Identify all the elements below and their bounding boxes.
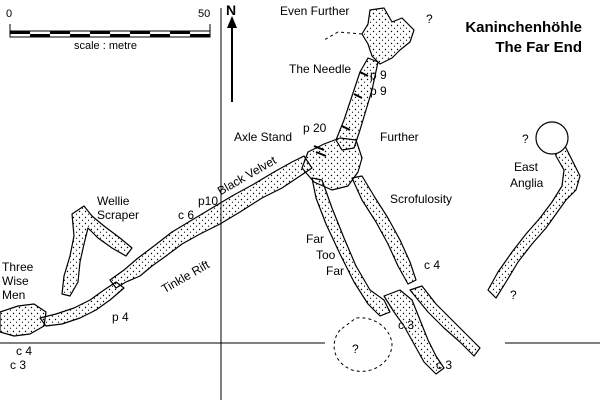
label-far-too-far-1: Far xyxy=(306,232,324,246)
label-east-anglia-1: East xyxy=(514,160,539,174)
station-p9-b: p 9 xyxy=(370,84,387,98)
station-p20: p 20 xyxy=(303,121,327,135)
passage-wellie-scraper xyxy=(61,205,133,297)
label-three-wise-men-3: Men xyxy=(2,288,26,302)
unknown-marker-east-anglia: ? xyxy=(522,132,529,146)
scale-bar xyxy=(9,24,211,38)
unknown-marker-dashed-area: ? xyxy=(352,342,359,356)
unexplored-outlines xyxy=(323,31,393,372)
passage-tinkle-rift xyxy=(39,281,125,327)
label-scrofulosity: Scrofulosity xyxy=(390,192,453,206)
label-far-too-far-2: Too xyxy=(316,248,336,262)
scale-max-label: 50 xyxy=(198,8,211,20)
passage-even-further xyxy=(361,7,415,65)
label-three-wise-men-2: Wise xyxy=(2,274,29,288)
station-c3-left: c 3 xyxy=(10,358,27,372)
north-label: N xyxy=(226,2,237,18)
label-even-further: Even Further xyxy=(280,4,350,18)
label-the-needle: The Needle xyxy=(289,62,352,76)
station-c4-left: c 4 xyxy=(16,344,33,358)
station-p9-a: p 9 xyxy=(370,68,387,82)
unknown-marker-even-further: ? xyxy=(426,12,433,26)
station-p10: p10 xyxy=(198,194,219,208)
label-wellie-scraper-2: Scraper xyxy=(97,208,140,222)
passage-lower-junction xyxy=(383,289,445,375)
passage-scrofulosity xyxy=(351,175,417,285)
north-arrow xyxy=(227,16,237,102)
passage-three-wise-men xyxy=(0,303,47,337)
cave-passages xyxy=(0,7,581,375)
passage-far-too-far xyxy=(311,177,391,317)
passage-east-anglia xyxy=(487,139,581,299)
station-c3-mid: c 3 xyxy=(398,318,415,332)
passage-further xyxy=(301,137,363,191)
pitch-markers xyxy=(313,71,369,157)
station-c3-bottom: c 3 xyxy=(436,358,453,372)
chamber-east-anglia xyxy=(535,121,569,155)
station-p4: p 4 xyxy=(112,310,129,324)
label-further: Further xyxy=(380,130,419,144)
station-c4-right: c 4 xyxy=(424,258,441,272)
unknown-marker-lower-right: ? xyxy=(510,288,517,302)
map-title-line1: Kaninchenhöhle xyxy=(465,19,582,36)
label-east-anglia-2: Anglia xyxy=(510,176,544,190)
label-three-wise-men-1: Three xyxy=(2,260,34,274)
label-axle-stand: Axle Stand xyxy=(234,130,293,144)
label-far-too-far-3: Far xyxy=(326,264,344,278)
map-title: Kaninchenhöhle The Far End xyxy=(465,18,582,58)
scale-caption: scale : metre xyxy=(74,40,137,52)
station-c6: c 6 xyxy=(178,208,195,222)
map-title-line2: The Far End xyxy=(495,39,582,56)
scale-min-label: 0 xyxy=(6,8,13,20)
passage-lower-right xyxy=(409,285,481,357)
label-wellie-scraper-1: Wellie xyxy=(97,194,130,208)
